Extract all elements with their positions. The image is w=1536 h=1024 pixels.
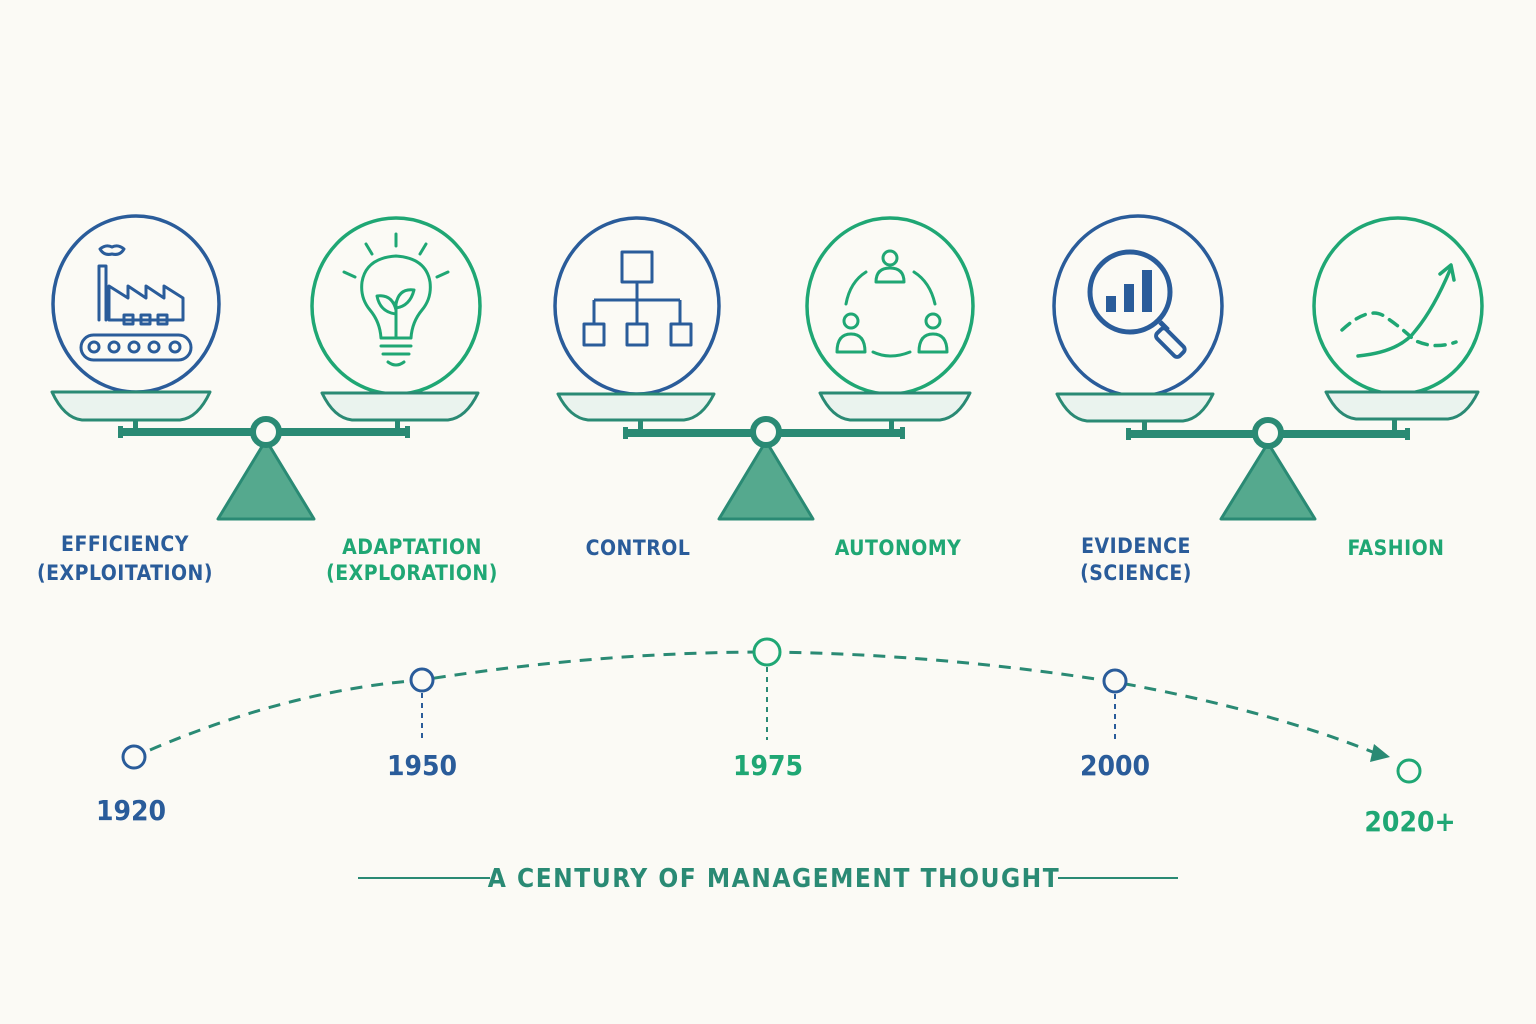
timeline-node-1920 (121, 744, 147, 770)
balance-left-pan (1052, 214, 1224, 423)
year-label-1920: 1920 (96, 794, 166, 827)
icon-bubble (1052, 214, 1224, 398)
balance-fulcrum (717, 439, 815, 521)
balance-2 (553, 216, 975, 521)
magnifier-chart-icon (1087, 249, 1187, 359)
trend-arrow-icon (1340, 263, 1458, 358)
balance-left-pan (553, 216, 721, 422)
scale-pan (50, 390, 212, 422)
year-label-1975: 1975 (733, 749, 803, 782)
scale-pan (320, 391, 480, 422)
balance-fulcrum (216, 438, 316, 521)
org-chart-icon (582, 250, 693, 347)
timeline-node-2000 (1102, 668, 1128, 694)
balance-right-pan (310, 216, 482, 422)
caption: A CENTURY OF MANAGEMENT THOUGHT (358, 864, 1178, 894)
balance-pivot (250, 416, 282, 448)
balance-right-pan (1312, 216, 1484, 421)
scale-pan (556, 392, 716, 422)
timeline-arc (149, 650, 1381, 757)
balance-pivot (750, 416, 782, 448)
balance-1 (50, 214, 482, 521)
label-evidence-sub: (SCIENCE) (1080, 561, 1192, 585)
team-cycle-icon (835, 249, 949, 358)
year-label-1950: 1950 (387, 749, 457, 782)
label-fashion: FASHION (1348, 536, 1445, 560)
principle-labels: EFFICIENCY (EXPLOITATION) ADAPTATION (EX… (37, 532, 1444, 585)
caption-text: A CENTURY OF MANAGEMENT THOUGHT (488, 864, 1060, 894)
timeline: 1920 1950 1975 2000 2020+ (96, 637, 1456, 838)
icon-bubble (51, 214, 221, 394)
label-autonomy: AUTONOMY (835, 536, 962, 560)
label-adaptation-sub: (EXPLORATION) (326, 561, 498, 585)
factory-icon (79, 244, 193, 362)
lightbulb-icon (342, 232, 450, 367)
icon-bubble (805, 216, 975, 396)
year-label-2000: 2000 (1080, 749, 1150, 782)
scale-pan (1055, 392, 1215, 423)
label-control: CONTROL (586, 536, 691, 560)
scale-pan (818, 391, 972, 422)
timeline-node-2020 (1396, 758, 1422, 784)
year-label-2020: 2020+ (1364, 805, 1455, 838)
timeline-node-1975 (752, 637, 782, 667)
label-efficiency: EFFICIENCY (61, 532, 189, 556)
label-evidence: EVIDENCE (1081, 534, 1191, 558)
timeline-arrowhead (1370, 744, 1390, 762)
label-adaptation: ADAPTATION (342, 535, 482, 559)
balance-pivot (1252, 417, 1284, 449)
balance-fulcrum (1219, 441, 1317, 521)
icon-bubble (1312, 216, 1484, 396)
timeline-node-1950 (409, 667, 435, 693)
scale-pan (1324, 390, 1480, 421)
balance-left-pan (50, 214, 221, 422)
balance-3 (1052, 214, 1484, 521)
label-efficiency-sub: (EXPLOITATION) (37, 561, 213, 585)
balance-right-pan (805, 216, 975, 422)
